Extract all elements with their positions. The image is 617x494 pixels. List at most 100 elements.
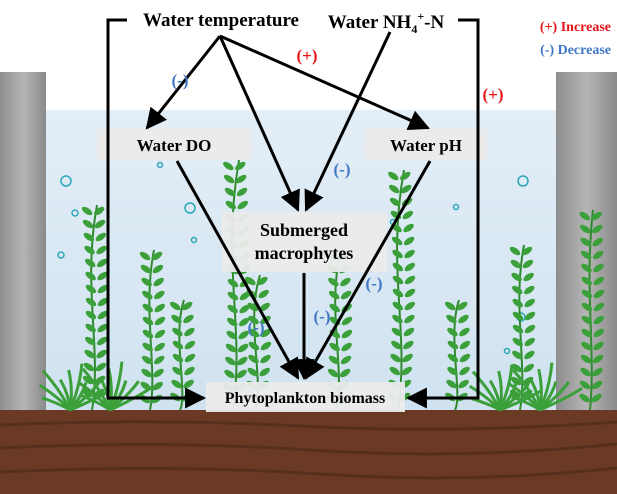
plant-leaf bbox=[392, 288, 404, 298]
plant-leaf bbox=[456, 301, 468, 311]
plant-leaf bbox=[248, 341, 260, 351]
plant-leaf bbox=[329, 303, 340, 313]
plant-leaf bbox=[522, 259, 534, 269]
plant-leaf bbox=[580, 224, 591, 234]
node-submerged-line1: Submerged bbox=[260, 220, 348, 240]
plant-leaf bbox=[392, 275, 404, 285]
bubble bbox=[60, 175, 72, 187]
plant-leaf bbox=[235, 161, 246, 171]
plant-leaf bbox=[447, 340, 459, 350]
plant-leaf bbox=[581, 289, 593, 299]
plant-leaf bbox=[172, 366, 183, 376]
plant-stem bbox=[231, 159, 240, 411]
plant-leaf bbox=[328, 355, 340, 365]
plant-leaf bbox=[524, 298, 535, 308]
plant-leaf bbox=[391, 327, 403, 337]
plant-leaf bbox=[152, 264, 164, 274]
plant-leaf bbox=[171, 314, 182, 324]
plant-leaf bbox=[524, 350, 535, 360]
plant-leaf bbox=[239, 317, 250, 327]
plant-leaf bbox=[444, 301, 456, 311]
plant-leaf bbox=[400, 171, 411, 181]
plant-leaf bbox=[593, 289, 605, 299]
arrow-nh4-to-macro bbox=[304, 31, 392, 212]
plant-leaf bbox=[447, 353, 459, 363]
plant-leaf bbox=[392, 301, 403, 311]
plant-leaf bbox=[95, 232, 107, 242]
plant-leaf bbox=[392, 262, 404, 272]
node-water-do: Water DO bbox=[137, 136, 212, 155]
label-temp-to-do: (-) bbox=[172, 71, 189, 90]
plant-leaf bbox=[579, 393, 590, 403]
plant-leaf bbox=[447, 366, 458, 376]
plant-leaf bbox=[404, 275, 416, 285]
water-surface bbox=[46, 72, 556, 110]
plant-leaf bbox=[581, 315, 593, 325]
plant-leaf bbox=[512, 285, 523, 295]
plant-leaf bbox=[328, 277, 339, 287]
plant-leaf bbox=[93, 206, 105, 216]
plant-leaf bbox=[593, 315, 605, 325]
plant-leaf bbox=[327, 368, 339, 378]
plant-leaf bbox=[85, 271, 96, 281]
plant-stem bbox=[178, 299, 185, 411]
phytoplankton-box bbox=[206, 382, 405, 412]
plant-leaf bbox=[84, 349, 95, 359]
plant-leaf bbox=[97, 336, 108, 346]
plant-leaf bbox=[154, 329, 166, 339]
plant-leaf bbox=[248, 315, 259, 325]
plant-leaf bbox=[142, 290, 153, 300]
plant-leaf bbox=[227, 304, 238, 314]
plant-leaf bbox=[446, 379, 457, 389]
plant-leaf bbox=[154, 355, 165, 365]
plant-leaf bbox=[97, 284, 109, 294]
arrow-ph-to-phyto bbox=[304, 160, 432, 380]
plant-leaf bbox=[97, 310, 109, 320]
plant-leaf bbox=[340, 277, 351, 287]
plant-leaf bbox=[142, 355, 153, 365]
arrow-nh4-to-phyto-right bbox=[405, 18, 480, 409]
plant-leaf bbox=[257, 276, 268, 286]
plant-leaf bbox=[248, 328, 260, 338]
plant-leaf bbox=[459, 353, 471, 363]
plant-leaf bbox=[511, 272, 522, 282]
label-do-to-phyto: (-) bbox=[248, 318, 265, 337]
plant-leaf bbox=[258, 289, 269, 299]
plant-leaf bbox=[592, 250, 604, 260]
plant-leaf bbox=[523, 272, 534, 282]
bubble bbox=[503, 347, 511, 355]
plant-leaf bbox=[512, 298, 523, 308]
plant-leaf bbox=[236, 369, 247, 379]
plant-leaf bbox=[341, 329, 353, 339]
plant-leaf bbox=[153, 368, 164, 378]
plant-leaf bbox=[142, 329, 154, 339]
plant-leaf bbox=[142, 316, 154, 326]
water-do-box bbox=[97, 129, 252, 160]
plant-leaf bbox=[154, 342, 165, 352]
plant-leaf bbox=[340, 355, 352, 365]
plant-leaf bbox=[239, 304, 250, 314]
plant-leaf bbox=[458, 314, 469, 324]
plant-leaf bbox=[521, 246, 533, 256]
plant-leaf bbox=[341, 342, 352, 352]
plant-leaf bbox=[259, 302, 270, 312]
plant-leaf bbox=[172, 340, 184, 350]
node-submerged-line2: macrophytes bbox=[255, 243, 354, 263]
bubble bbox=[517, 175, 529, 187]
label-temp-to-ph: (+) bbox=[296, 46, 317, 65]
plant-leaf bbox=[403, 340, 414, 350]
sediment-texture bbox=[0, 420, 617, 480]
plant-leaf bbox=[402, 210, 414, 220]
plant-leaf bbox=[447, 327, 458, 337]
plant-leaf bbox=[328, 290, 340, 300]
plant-leaf bbox=[96, 245, 107, 255]
plant-leaf bbox=[225, 343, 237, 353]
bubble bbox=[452, 203, 460, 211]
plant-leaf bbox=[459, 340, 471, 350]
plant-leaf bbox=[391, 236, 403, 246]
node-water-nh4: Water NH4+-N bbox=[328, 9, 445, 36]
plant-leaf bbox=[224, 187, 236, 197]
bubble bbox=[190, 236, 198, 244]
plant-leaf bbox=[389, 197, 401, 207]
nh4-subscript: 4 bbox=[411, 22, 417, 36]
